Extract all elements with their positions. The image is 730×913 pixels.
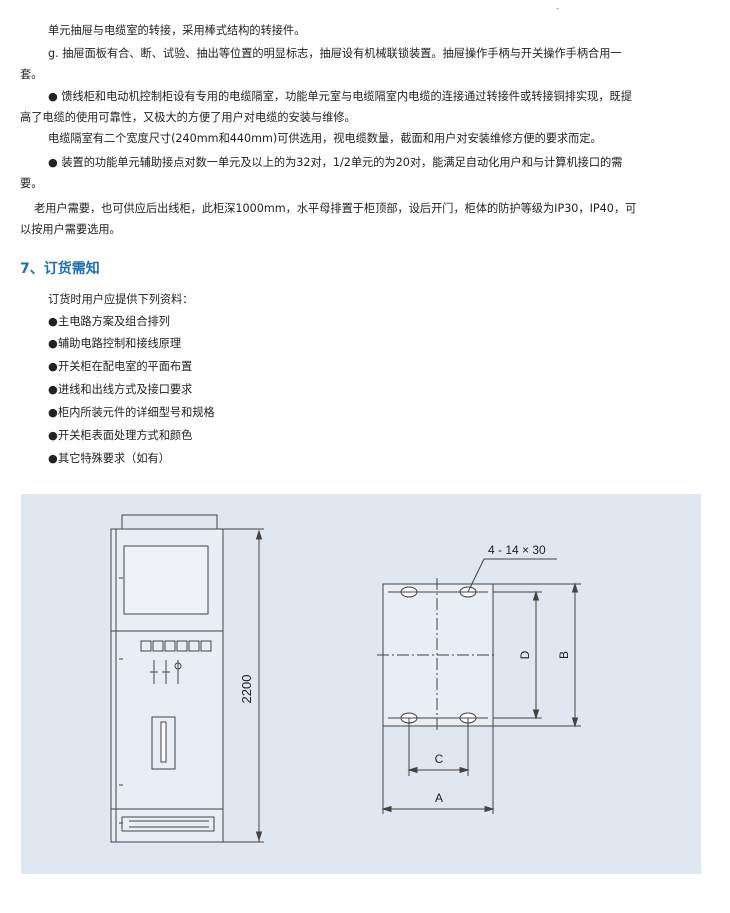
paragraph-line: 电缆隔室有二个宽度尺寸(240mm和440mm)可供选用，视电缆数量，截面和用户… bbox=[48, 132, 602, 145]
paragraph-line: 套。 bbox=[20, 68, 43, 81]
paragraph-line: ● 装置的功能单元辅助接点对数一单元及以上的为32对，1/2单元的为20对，能满… bbox=[48, 156, 623, 169]
corner-mark: - bbox=[556, 4, 560, 14]
section-heading: 7、订货需知 bbox=[20, 261, 100, 277]
cabinet-window bbox=[123, 545, 209, 615]
cabinet-drawing-figure: 2200 4 - 14 × 30 D B C A bbox=[21, 494, 701, 874]
dimension-c-label: C bbox=[435, 752, 444, 766]
bullet-icon: ● bbox=[48, 360, 58, 373]
paragraph-line: 以按用户需要选用。 bbox=[20, 223, 121, 236]
cabinet-top-cap bbox=[121, 514, 218, 530]
paragraph-line: g. 抽屉面板有合、断、试验、抽出等位置的明显标志，抽屉设有机械联锁装置。抽屉操… bbox=[48, 47, 622, 60]
bottom-grille bbox=[121, 816, 215, 832]
cabinet-drawing: 2200 4 - 14 × 30 D B C A bbox=[110, 514, 581, 843]
list-item: ●主电路方案及组合排列 bbox=[48, 311, 170, 332]
bullet-icon: ● bbox=[48, 429, 58, 442]
list-item: ●开关柜表面处理方式和颜色 bbox=[48, 425, 192, 446]
list-item-text: 开关柜表面处理方式和颜色 bbox=[58, 429, 193, 442]
paragraph-line: 单元抽屉与电缆室的转接，采用棒式结构的转接件。 bbox=[48, 24, 306, 37]
paragraph-line: 老用户需要，也可供应后出线柜，此柜深1000mm，水平母排置于柜顶部，设后开门，… bbox=[34, 202, 637, 215]
list-item: ●进线和出线方式及接口要求 bbox=[48, 379, 192, 400]
dimension-a-label: A bbox=[435, 791, 443, 805]
paragraph-line: 要。 bbox=[20, 177, 43, 190]
bullet-icon: ● bbox=[48, 315, 58, 328]
dimension-d-label: D bbox=[518, 650, 532, 659]
list-item-text: 开关柜在配电室的平面布置 bbox=[58, 360, 193, 373]
paragraph-line: 高了电缆的使用可靠性，又极大的方便了用户对电缆的安装与维修。 bbox=[20, 111, 356, 124]
list-item-text: 辅助电路控制和接线原理 bbox=[58, 337, 182, 350]
drawer-handle-panel bbox=[151, 716, 176, 770]
height-dimension-label: 2200 bbox=[239, 675, 254, 704]
bullet-icon: ● bbox=[48, 337, 58, 350]
paragraph-line: ● 馈线柜和电动机控制柜设有专用的电缆隔室，功能单元室与电缆隔室内电缆的连接通过… bbox=[48, 90, 632, 103]
bullet-icon: ● bbox=[48, 406, 58, 419]
hole-spec-label: 4 - 14 × 30 bbox=[488, 543, 546, 557]
list-item: ●柜内所装元件的详细型号和规格 bbox=[48, 402, 215, 423]
list-item: ●辅助电路控制和接线原理 bbox=[48, 333, 181, 354]
list-item: ●其它特殊要求（如有） bbox=[48, 448, 170, 469]
bullet-icon: ● bbox=[48, 452, 58, 465]
section-intro: 订货时用户应提供下列资料： bbox=[48, 293, 194, 306]
list-item-text: 进线和出线方式及接口要求 bbox=[58, 383, 193, 396]
list-item-text: 主电路方案及组合排列 bbox=[58, 315, 170, 328]
list-item: ●开关柜在配电室的平面布置 bbox=[48, 356, 192, 377]
list-item-text: 柜内所装元件的详细型号和规格 bbox=[58, 406, 215, 419]
dimension-b-label: B bbox=[557, 651, 571, 659]
bullet-icon: ● bbox=[48, 383, 58, 396]
list-item-text: 其它特殊要求（如有） bbox=[58, 452, 170, 465]
